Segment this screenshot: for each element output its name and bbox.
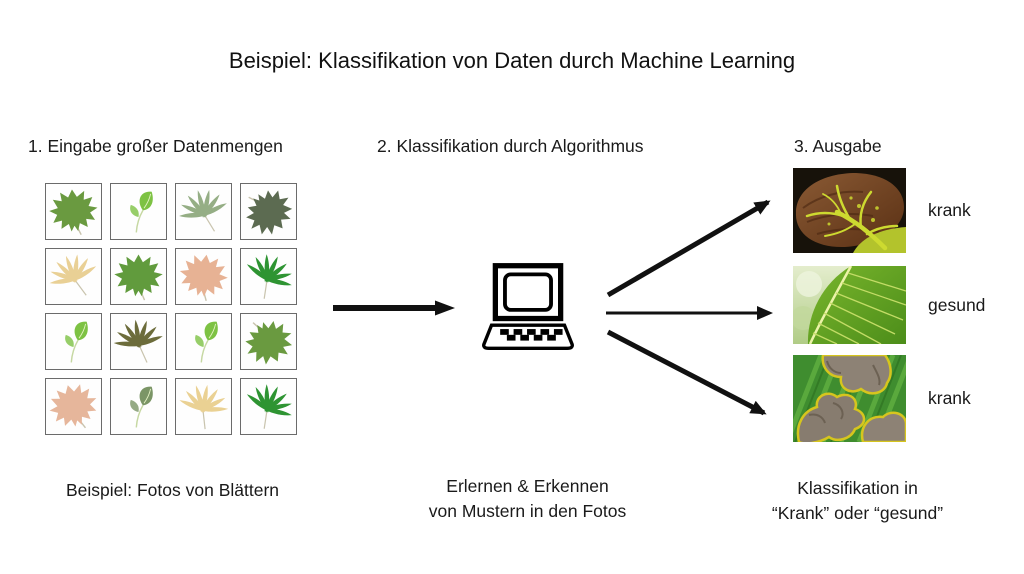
section-heading-input: 1. Eingabe großer Datenmengen	[28, 136, 283, 156]
leaf-photo-cell	[110, 183, 167, 240]
output-row: krank	[793, 168, 971, 253]
sprout-leaf-icon	[130, 386, 153, 428]
leaf-photo-cell	[175, 183, 232, 240]
section-heading-process: 2. Klassifikation durch Algorithmus	[377, 136, 644, 156]
process-caption-line2: von Mustern in den Fotos	[428, 501, 627, 521]
healthy-leaf-photo	[793, 266, 906, 344]
output-classification-label: gesund	[928, 294, 986, 315]
process-caption-line1: Erlernen & Erkennen	[446, 476, 609, 496]
diseased-vein-leaf-photo	[793, 168, 906, 253]
leaf-photo-cell	[110, 248, 167, 305]
leaf-photo-cell	[45, 313, 102, 370]
leaf-photo-cell	[175, 378, 232, 435]
process-caption: Erlernen & Erkennen von Mustern in den F…	[395, 474, 660, 524]
leaf-photo-grid	[45, 183, 297, 435]
sprout-leaf-icon	[195, 321, 218, 363]
arrow-to-output-3	[606, 329, 767, 416]
leaf-photo-cell	[240, 378, 297, 435]
leaf-photo-cell	[240, 248, 297, 305]
arrow-right-icon	[333, 300, 455, 316]
maple-leaf-icon	[246, 190, 293, 235]
arrow-to-output-1	[606, 199, 771, 298]
palmate-leaf-icon	[179, 189, 227, 232]
leaf-photo-cell	[45, 183, 102, 240]
blight-leaf-photo	[793, 355, 906, 442]
palmate-leaf-icon	[179, 384, 229, 430]
leaf-photo-cell	[175, 313, 232, 370]
sprout-leaf-icon	[130, 191, 153, 233]
three-arrows-fan-icon	[606, 199, 773, 416]
maple-leaf-icon	[245, 320, 293, 365]
section-heading-output: 3. Ausgabe	[794, 136, 882, 156]
output-row: krank	[793, 355, 971, 442]
sprout-leaf-icon	[65, 321, 88, 363]
maple-leaf-icon	[49, 384, 97, 429]
output-caption-line1: Klassifikation in	[797, 478, 918, 498]
leaf-photo-cell	[175, 248, 232, 305]
palmate-leaf-icon	[246, 384, 292, 429]
maple-leaf-icon	[49, 189, 98, 235]
output-row: gesund	[793, 266, 985, 344]
input-caption: Beispiel: Fotos von Blättern	[65, 480, 280, 500]
leaf-photo-cell	[110, 378, 167, 435]
leaf-photo-cell	[45, 378, 102, 435]
output-caption-line2: “Krank” oder “gesund”	[771, 503, 944, 523]
keyboard-keys	[500, 329, 563, 341]
palmate-leaf-icon	[246, 254, 292, 299]
palmate-leaf-icon	[49, 254, 97, 296]
slide-title: Beispiel: Klassifikation von Daten durch…	[228, 48, 796, 73]
leaf-photo-cell	[240, 313, 297, 370]
maple-leaf-icon	[179, 254, 228, 301]
leaf-photo-cell	[45, 248, 102, 305]
leaf-photo-cell	[240, 183, 297, 240]
output-caption: Klassifikation in “Krank” oder “gesund”	[735, 476, 980, 526]
output-classification-label: krank	[928, 388, 971, 408]
laptop-icon	[482, 263, 574, 350]
maple-leaf-icon	[114, 254, 163, 301]
leaf-photo-cell	[110, 313, 167, 370]
output-classification-label: krank	[928, 200, 971, 220]
palmate-leaf-icon	[113, 319, 163, 363]
